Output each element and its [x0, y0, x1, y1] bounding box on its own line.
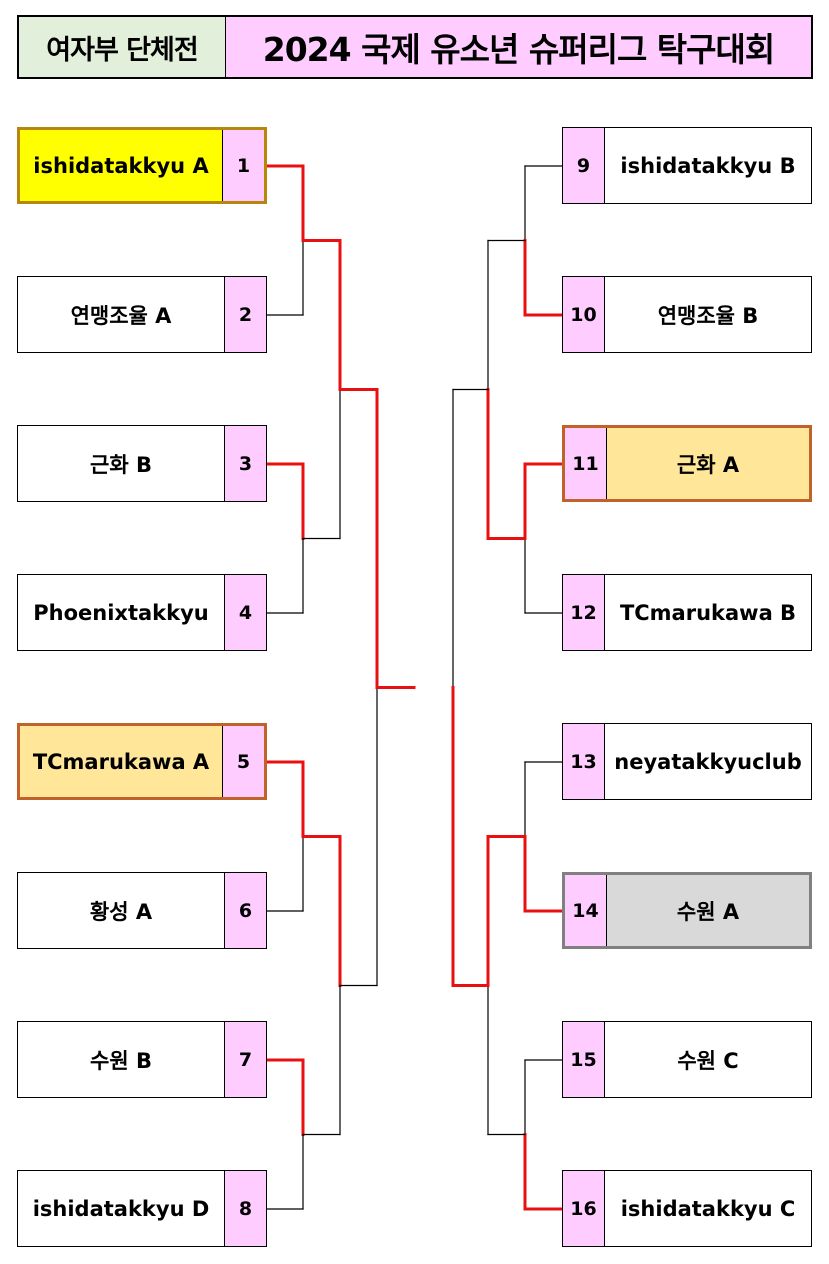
- team-slot-8[interactable]: ishidatakkyu D 8: [17, 1170, 267, 1247]
- seed-number: 15: [563, 1022, 605, 1097]
- division-label: 여자부 단체전: [19, 17, 226, 77]
- team-slot-16[interactable]: 16 ishidatakkyu C: [562, 1170, 812, 1247]
- team-slot-4[interactable]: Phoenixtakkyu 4: [17, 574, 267, 651]
- tournament-title: 2024 국제 유소년 슈퍼리그 탁구대회: [226, 17, 811, 77]
- seed-number: 1: [222, 130, 264, 201]
- seed-number: 6: [224, 873, 266, 948]
- seed-number: 5: [222, 726, 264, 797]
- seed-number: 14: [565, 875, 607, 946]
- team-name: 연맹조율 A: [70, 303, 172, 328]
- seed-number: 11: [565, 428, 607, 499]
- team-name: 황성 A: [89, 899, 153, 924]
- team-slot-2[interactable]: 연맹조율 A 2: [17, 276, 267, 353]
- seed-number: 9: [563, 128, 605, 203]
- team-slot-7[interactable]: 수원 B 7: [17, 1021, 267, 1098]
- team-slot-10[interactable]: 10 연맹조율 B: [562, 276, 812, 353]
- team-name: 근화 B: [90, 452, 152, 477]
- team-name: ishidatakkyu A: [20, 130, 222, 201]
- team-name: TCmarukawa B: [619, 600, 797, 625]
- team-slot-15[interactable]: 15 수원 C: [562, 1021, 812, 1098]
- team-slot-6[interactable]: 황성 A 6: [17, 872, 267, 949]
- team-slot-13[interactable]: 13 neyatakkyuclub: [562, 723, 812, 800]
- team-slot-9[interactable]: 9 ishidatakkyu B: [562, 127, 812, 204]
- team-name: 수원 C: [677, 1048, 739, 1073]
- seed-number: 7: [224, 1022, 266, 1097]
- seed-number: 4: [224, 575, 266, 650]
- team-name: ishidatakkyu D: [32, 1196, 210, 1221]
- team-name: TCmarukawa A: [20, 726, 222, 797]
- seed-number: 13: [563, 724, 605, 799]
- team-slot-12[interactable]: 12 TCmarukawa B: [562, 574, 812, 651]
- team-name: ishidatakkyu B: [620, 153, 796, 178]
- seed-number: 12: [563, 575, 605, 650]
- team-name: 근화 A: [607, 428, 809, 499]
- team-name: 연맹조율 B: [657, 303, 759, 328]
- seed-number: 8: [224, 1171, 266, 1246]
- team-name: 수원 A: [607, 875, 809, 946]
- team-name: neyatakkyuclub: [614, 749, 802, 774]
- seed-number: 10: [563, 277, 605, 352]
- team-name: ishidatakkyu C: [620, 1196, 796, 1221]
- seed-number: 16: [563, 1171, 605, 1246]
- team-slot-3[interactable]: 근화 B 3: [17, 425, 267, 502]
- team-name: Phoenixtakkyu: [33, 600, 209, 625]
- team-name: 수원 B: [90, 1048, 152, 1073]
- seed-number: 3: [224, 426, 266, 501]
- title-banner: 여자부 단체전 2024 국제 유소년 슈퍼리그 탁구대회: [17, 15, 813, 79]
- seed-number: 2: [224, 277, 266, 352]
